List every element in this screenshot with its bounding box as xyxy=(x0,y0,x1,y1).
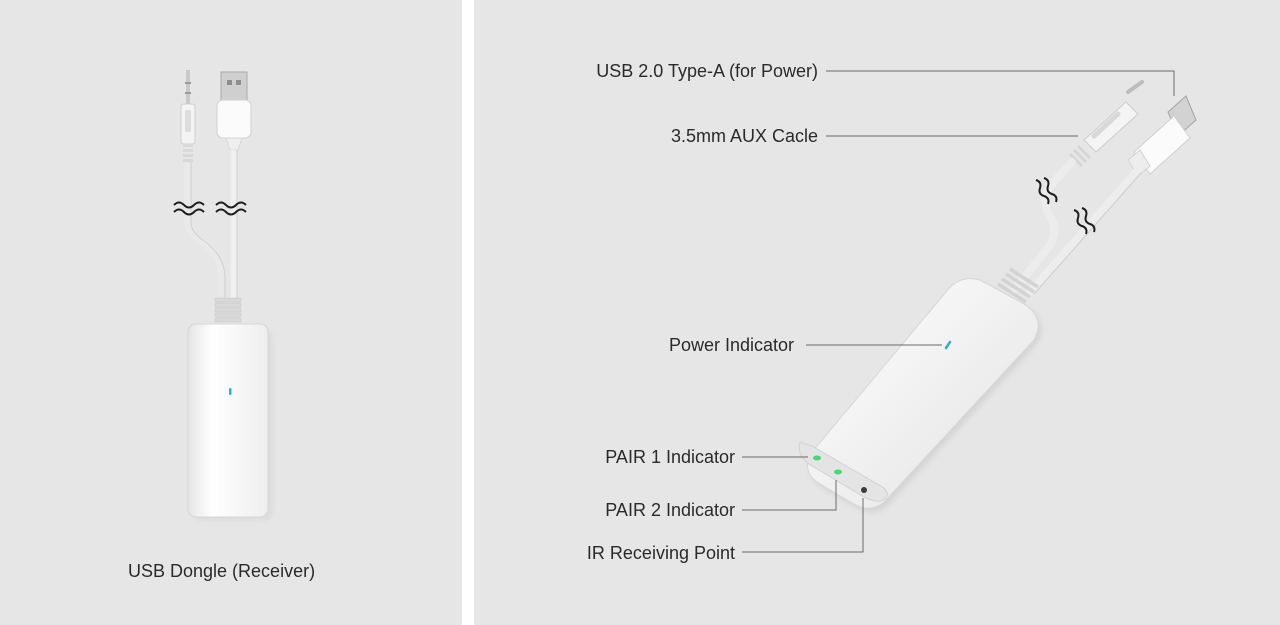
pair2-led xyxy=(834,469,842,475)
right-dongle xyxy=(798,80,1197,513)
callout-pair2: PAIR 2 Indicator xyxy=(605,500,735,520)
left-cable-break-marks xyxy=(173,201,247,216)
left-caption: USB Dongle (Receiver) xyxy=(128,561,316,581)
usb-leader-line xyxy=(826,70,1175,96)
pair1-led xyxy=(813,455,821,461)
ir-leader-line xyxy=(742,498,864,553)
right-power-led xyxy=(944,340,952,350)
callout-pair1: PAIR 1 Indicator xyxy=(605,447,735,467)
callout-usb: USB 2.0 Type-A (for Power) xyxy=(596,61,818,81)
right-panel xyxy=(474,0,1280,625)
left-dongle-body xyxy=(187,323,269,518)
right-cable-break-marks xyxy=(1035,177,1096,235)
right-usb-plug xyxy=(1127,95,1197,177)
right-aux-plug xyxy=(1068,80,1144,168)
right-dongle-body xyxy=(807,278,1039,509)
ir-receiver xyxy=(861,487,867,493)
callout-aux: 3.5mm AUX Cacle xyxy=(670,126,818,146)
callout-power: Power Indicator xyxy=(668,335,794,355)
leader-lines xyxy=(742,70,1175,553)
pair2-leader-line xyxy=(742,480,837,511)
left-aux-plug xyxy=(180,70,196,162)
left-dongle xyxy=(173,70,272,520)
left-power-led xyxy=(229,388,232,395)
left-usb-plug xyxy=(216,71,252,151)
callout-ir: IR Receiving Point xyxy=(586,543,735,563)
